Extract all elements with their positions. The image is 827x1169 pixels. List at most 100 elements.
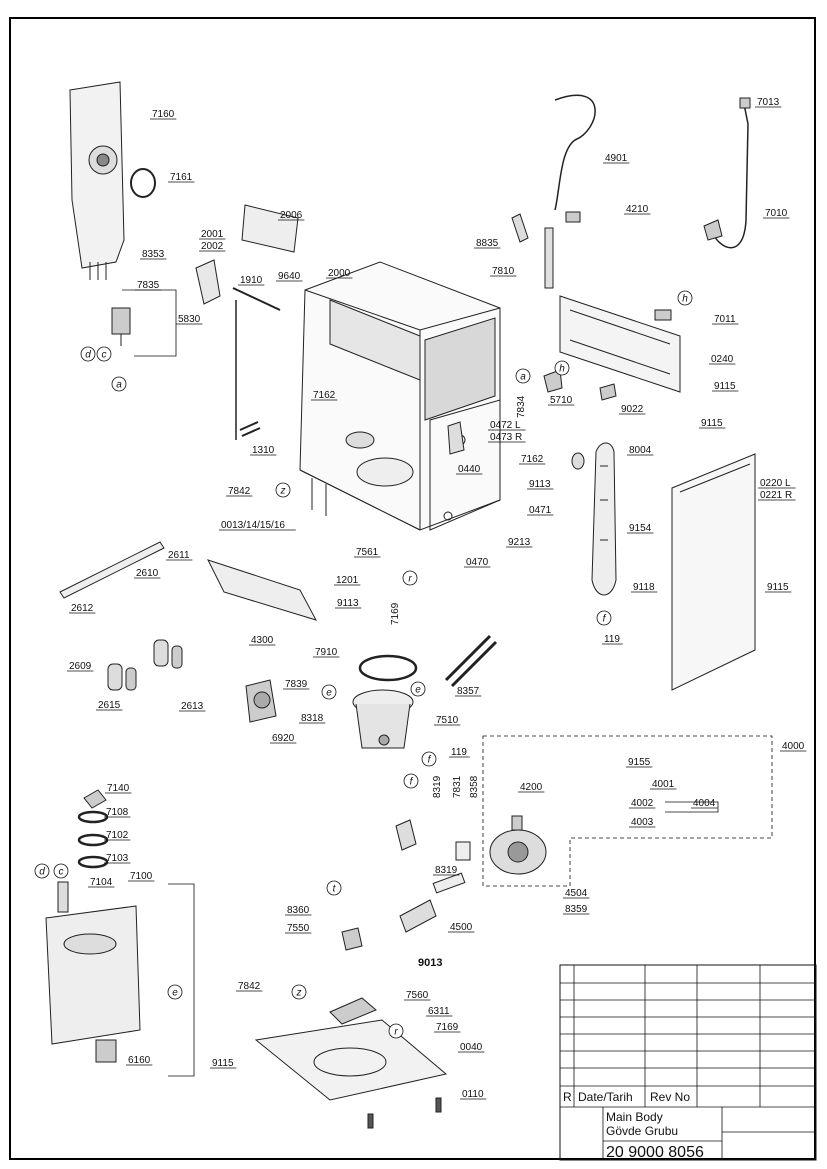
part-callout: 7161 — [170, 172, 193, 183]
part-callout: 7842 — [238, 981, 261, 992]
reference-marker: f — [596, 610, 612, 626]
part-callout: 2612 — [71, 603, 94, 614]
part-callout: 4001 — [652, 779, 675, 790]
svg-text:f: f — [410, 777, 414, 788]
part-callout: 8004 — [629, 445, 652, 456]
reference-marker: r — [402, 570, 418, 586]
elbow-part — [395, 819, 417, 851]
group-4000-boundary — [482, 735, 773, 887]
reference-marker: z — [291, 984, 307, 1000]
part-callout: 7839 — [285, 679, 308, 690]
part-callout: 8835 — [476, 238, 499, 249]
part-callout: 0440 — [458, 464, 481, 475]
reference-marker: r — [388, 1023, 404, 1039]
hose-4901 — [554, 94, 596, 211]
svg-text:a: a — [116, 380, 122, 391]
gasket-1910 — [232, 287, 281, 311]
part-callout: 4004 — [693, 798, 716, 809]
part-callout: 7560 — [406, 990, 429, 1001]
part-4500 — [399, 899, 437, 933]
svg-text:h: h — [559, 364, 565, 375]
part-callout: 6160 — [128, 1055, 151, 1066]
part-callout: 8353 — [142, 249, 165, 260]
part-callout: 0472 L — [490, 420, 521, 431]
spring-tube-7810 — [544, 227, 554, 289]
part-callout: 0471 — [529, 505, 552, 516]
part-callout: 7102 — [106, 830, 129, 841]
svg-text:d: d — [39, 867, 45, 878]
part-callout: 2615 — [98, 700, 121, 711]
part-callout: 9640 — [278, 271, 301, 282]
reference-marker: e — [321, 684, 337, 700]
part-callout: 9155 — [628, 757, 651, 768]
part-callout: 7169 — [436, 1022, 459, 1033]
reference-marker: f — [421, 751, 437, 767]
part-callout: 7834 — [516, 395, 527, 418]
part-callout: 8318 — [301, 713, 324, 724]
part-callout: 7011 — [714, 314, 736, 325]
part-callout: 0220 L — [760, 478, 791, 489]
part-callout: 7510 — [436, 715, 459, 726]
part-callout: 9115 — [701, 418, 723, 429]
part-callout: 4901 — [605, 153, 628, 164]
part-callout: 7013 — [757, 97, 780, 108]
svg-text:r: r — [394, 1027, 398, 1038]
part-callout: 1310 — [252, 445, 275, 456]
part-callout: 7104 — [90, 877, 113, 888]
part-callout: 8358 — [469, 775, 480, 798]
svg-text:d: d — [85, 350, 91, 361]
rear-frame-0240 — [559, 295, 681, 393]
part-callout: 7810 — [492, 266, 515, 277]
title-block: R Date/Tarih Rev No Main Body Gövde Grub… — [559, 964, 817, 1161]
bracket-4004 — [665, 801, 719, 813]
part-callout: 7842 — [228, 486, 251, 497]
part-callout: 8359 — [565, 904, 588, 915]
insulation-panel-2006 — [241, 204, 299, 253]
part-callout: 9154 — [629, 523, 652, 534]
cover-1201 — [207, 559, 318, 621]
part-callout: 2006 — [280, 210, 303, 221]
part-callout: 2000 — [328, 268, 351, 279]
reference-marker: f — [403, 773, 419, 789]
svg-text:c: c — [102, 350, 107, 361]
part-callout: 0110 — [462, 1089, 484, 1100]
callout-group-9013: 9013 — [418, 957, 442, 969]
reference-marker: c — [53, 863, 69, 879]
connector-7010 — [703, 219, 723, 241]
water-softener-panel — [69, 81, 125, 280]
part-callout: 0240 — [711, 354, 734, 365]
part-callout: 7162 — [521, 454, 544, 465]
reference-marker: d — [80, 346, 96, 362]
clip-4210 — [565, 211, 581, 223]
rev-letter: R — [563, 1090, 572, 1104]
part-callout: 2001 — [201, 229, 224, 240]
part-callout: 7831 — [452, 775, 463, 798]
side-panel-0220 — [671, 453, 756, 691]
part-callout: 7550 — [287, 923, 310, 934]
bracket-7100 — [168, 883, 195, 1077]
part-callout: 9118 — [633, 582, 655, 593]
pipe-8357 — [444, 634, 498, 688]
svg-text:e: e — [326, 688, 332, 699]
hose-4504 — [432, 872, 466, 894]
part-callout: 2609 — [69, 661, 92, 672]
svg-text:e: e — [172, 988, 178, 999]
svg-text:c: c — [59, 867, 64, 878]
reference-marker: a — [515, 368, 531, 384]
circulation-pump-4300 — [245, 679, 277, 723]
reference-marker: t — [326, 880, 342, 896]
valve-5710 — [543, 369, 563, 393]
svg-text:a: a — [520, 372, 526, 383]
reference-marker: e — [410, 681, 426, 697]
pin-0110-b — [367, 1113, 374, 1129]
door-gasket-8004 — [591, 442, 617, 596]
part-callout: 7108 — [106, 807, 129, 818]
svg-text:z: z — [280, 486, 286, 497]
bracket-7560 — [329, 997, 377, 1025]
svg-text:z: z — [296, 988, 302, 999]
svg-text:r: r — [408, 574, 412, 585]
part-callout: 2002 — [201, 241, 224, 252]
part-callout: 4003 — [631, 817, 654, 828]
bracket-2001 — [195, 259, 221, 305]
